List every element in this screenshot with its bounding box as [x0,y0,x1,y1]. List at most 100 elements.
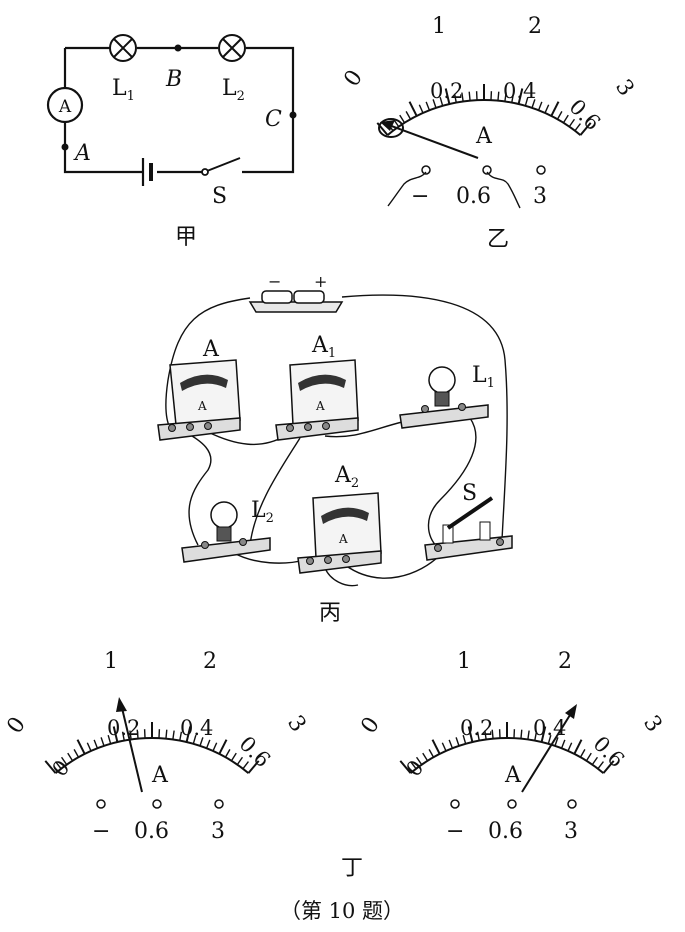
caption-jia: 甲 [175,225,197,250]
dial-ding-right-terminal-06-label: 0.6 [488,819,523,844]
point-b-label: B [165,67,182,92]
battery-minus-label: − [268,272,281,291]
dial-ding-right-tick [455,737,460,747]
dial-ding-left-top-tick-2: 2 [203,649,217,674]
meter-a-label: A [202,337,220,362]
dial-ding-right-tick [597,761,604,770]
switch-board-label: S [462,481,477,506]
dial-ding-left-tick [205,739,211,749]
lamp-1-board: L1 [399,363,495,429]
wire-meter-a-to-meter-a1 [207,431,286,446]
dial-ding-left-terminal-06-label: 0.6 [134,819,169,844]
dial-ding-left-bottom-tick-02: 0.2 [107,716,140,740]
dial-ding-right-tick [602,760,615,774]
dial-yi-lead-wire-left [387,171,427,207]
wire-meter-a2-terminal-loop [324,567,359,587]
dial-yi-tick [556,111,563,120]
dial-ding-right-tick [441,742,447,752]
dial-ding-left-tick [230,752,237,762]
dial-ding-left-tick [247,760,260,774]
dial-ding-right-tick [491,729,494,739]
ammeter-readings-ding: 0 1 2 3 0 0.2 0.4 0.6 A − 0.6 3 0 1 2 3 … [2,649,666,881]
question-number-label: （第 10 题） [280,899,404,923]
battery-plus-label: + [314,272,327,291]
dial-ding-right-unit: A [504,763,522,788]
dial-ding-right-tick [462,734,467,745]
dial-yi-tick [408,101,418,117]
dial-ding-left-tick [100,737,105,747]
meter-a1-label: A1 [311,333,336,361]
dial-yi-tick [579,122,592,136]
dial-ding-left-tick [192,734,197,745]
meter-a1-face-unit: A [315,399,325,413]
dial-ding-left-tick [172,730,175,740]
dial-yi-top-tick-2: 2 [528,14,542,39]
dial-ding-right-terminal-3 [567,799,577,809]
dial-ding-right-tick [527,730,530,740]
dial-yi-tick [444,88,451,105]
dial-ding-left-terminal-06 [152,799,162,809]
lamp-2-cross [222,38,242,58]
dial-yi-needle-tip [380,120,395,131]
battery: − + [248,272,344,313]
dial-scale-ding-left [44,722,260,774]
dial-yi-pointer-zero-mark [378,118,404,138]
dial-ding-left-tick [212,742,218,752]
switch-board: S [424,481,513,561]
ammeter-symbol-letter: A [58,97,72,117]
dial-ding-left-top-tick-1: 1 [104,649,118,674]
dial-ding-left-arc [54,737,250,774]
dial-ding-right-tick [476,731,480,741]
lamp-1-label: L1 [112,76,135,104]
dial-yi-tick [511,93,515,103]
dial-ding-left-tick [136,729,139,739]
dial-ding-right-tick [410,761,417,770]
meter-a2: A A2 [297,463,382,574]
lamp-2-board-label: L2 [251,498,274,526]
dial-ding-left-tick [60,756,68,766]
caption-bing: 丙 [319,601,341,626]
dial-ding-left-top-tick-3: 3 [282,711,311,737]
dial-ding-left-tick [165,729,168,739]
dial-ding-right-tick [567,742,573,752]
dial-yi-tick [497,91,500,101]
dial-ding-right-needle-tip [565,704,577,719]
dial-yi-bottom-tick-02: 0.2 [430,79,463,103]
dial-ding-left-unit: A [151,763,169,788]
dial-ding-left-tick [218,739,228,755]
dial-yi-tick [537,101,543,111]
dial-yi-unit: A [475,124,493,149]
circuit-diagram-jia: A L1 L2 B C A S 甲 [46,34,297,250]
dial-yi-tick [517,88,524,105]
dial-yi-tick [461,92,464,102]
dial-ding-right-bottom-tick-02: 0.2 [460,716,493,740]
dial-ding-left-top-tick-0: 0 [2,713,31,739]
meter-a2-label: A2 [334,463,359,491]
dial-ding-left-needle [121,707,143,793]
dial-ding-right-top-tick-1: 1 [457,649,471,674]
dial-yi-bottom-tick-06: 0.6 [564,95,605,136]
ammeter-symbol [46,86,84,124]
dial-ding-left-terminal-minus [96,799,106,809]
dial-ding-left-terminal-3 [214,799,224,809]
dial-ding-right-arc [409,737,605,774]
dial-yi-tick [432,99,437,109]
dial-ding-right-tick [422,752,429,762]
dial-yi-tick [439,96,444,107]
point-c-label: C [265,107,282,132]
dial-ding-left-tick [86,742,92,752]
meter-a: A A [157,337,241,441]
dial-ding-right-tick [431,739,441,755]
dial-ding-left-needle-tip [116,697,127,712]
dial-ding-right-tick [520,729,523,739]
dial-ding-left-tick [121,731,125,741]
dial-yi-tick [568,118,576,128]
dial-yi-tick [544,104,550,114]
dial-ding-left-tick [179,731,183,741]
dial-yi-tick [425,101,431,111]
dial-scale-ding-right [399,722,615,774]
dial-ding-left-tick [107,734,112,745]
dial-yi-tick [531,99,536,109]
dial-ding-left-terminal-3-label: 3 [211,819,225,844]
dial-ding-right-tick [428,749,435,758]
